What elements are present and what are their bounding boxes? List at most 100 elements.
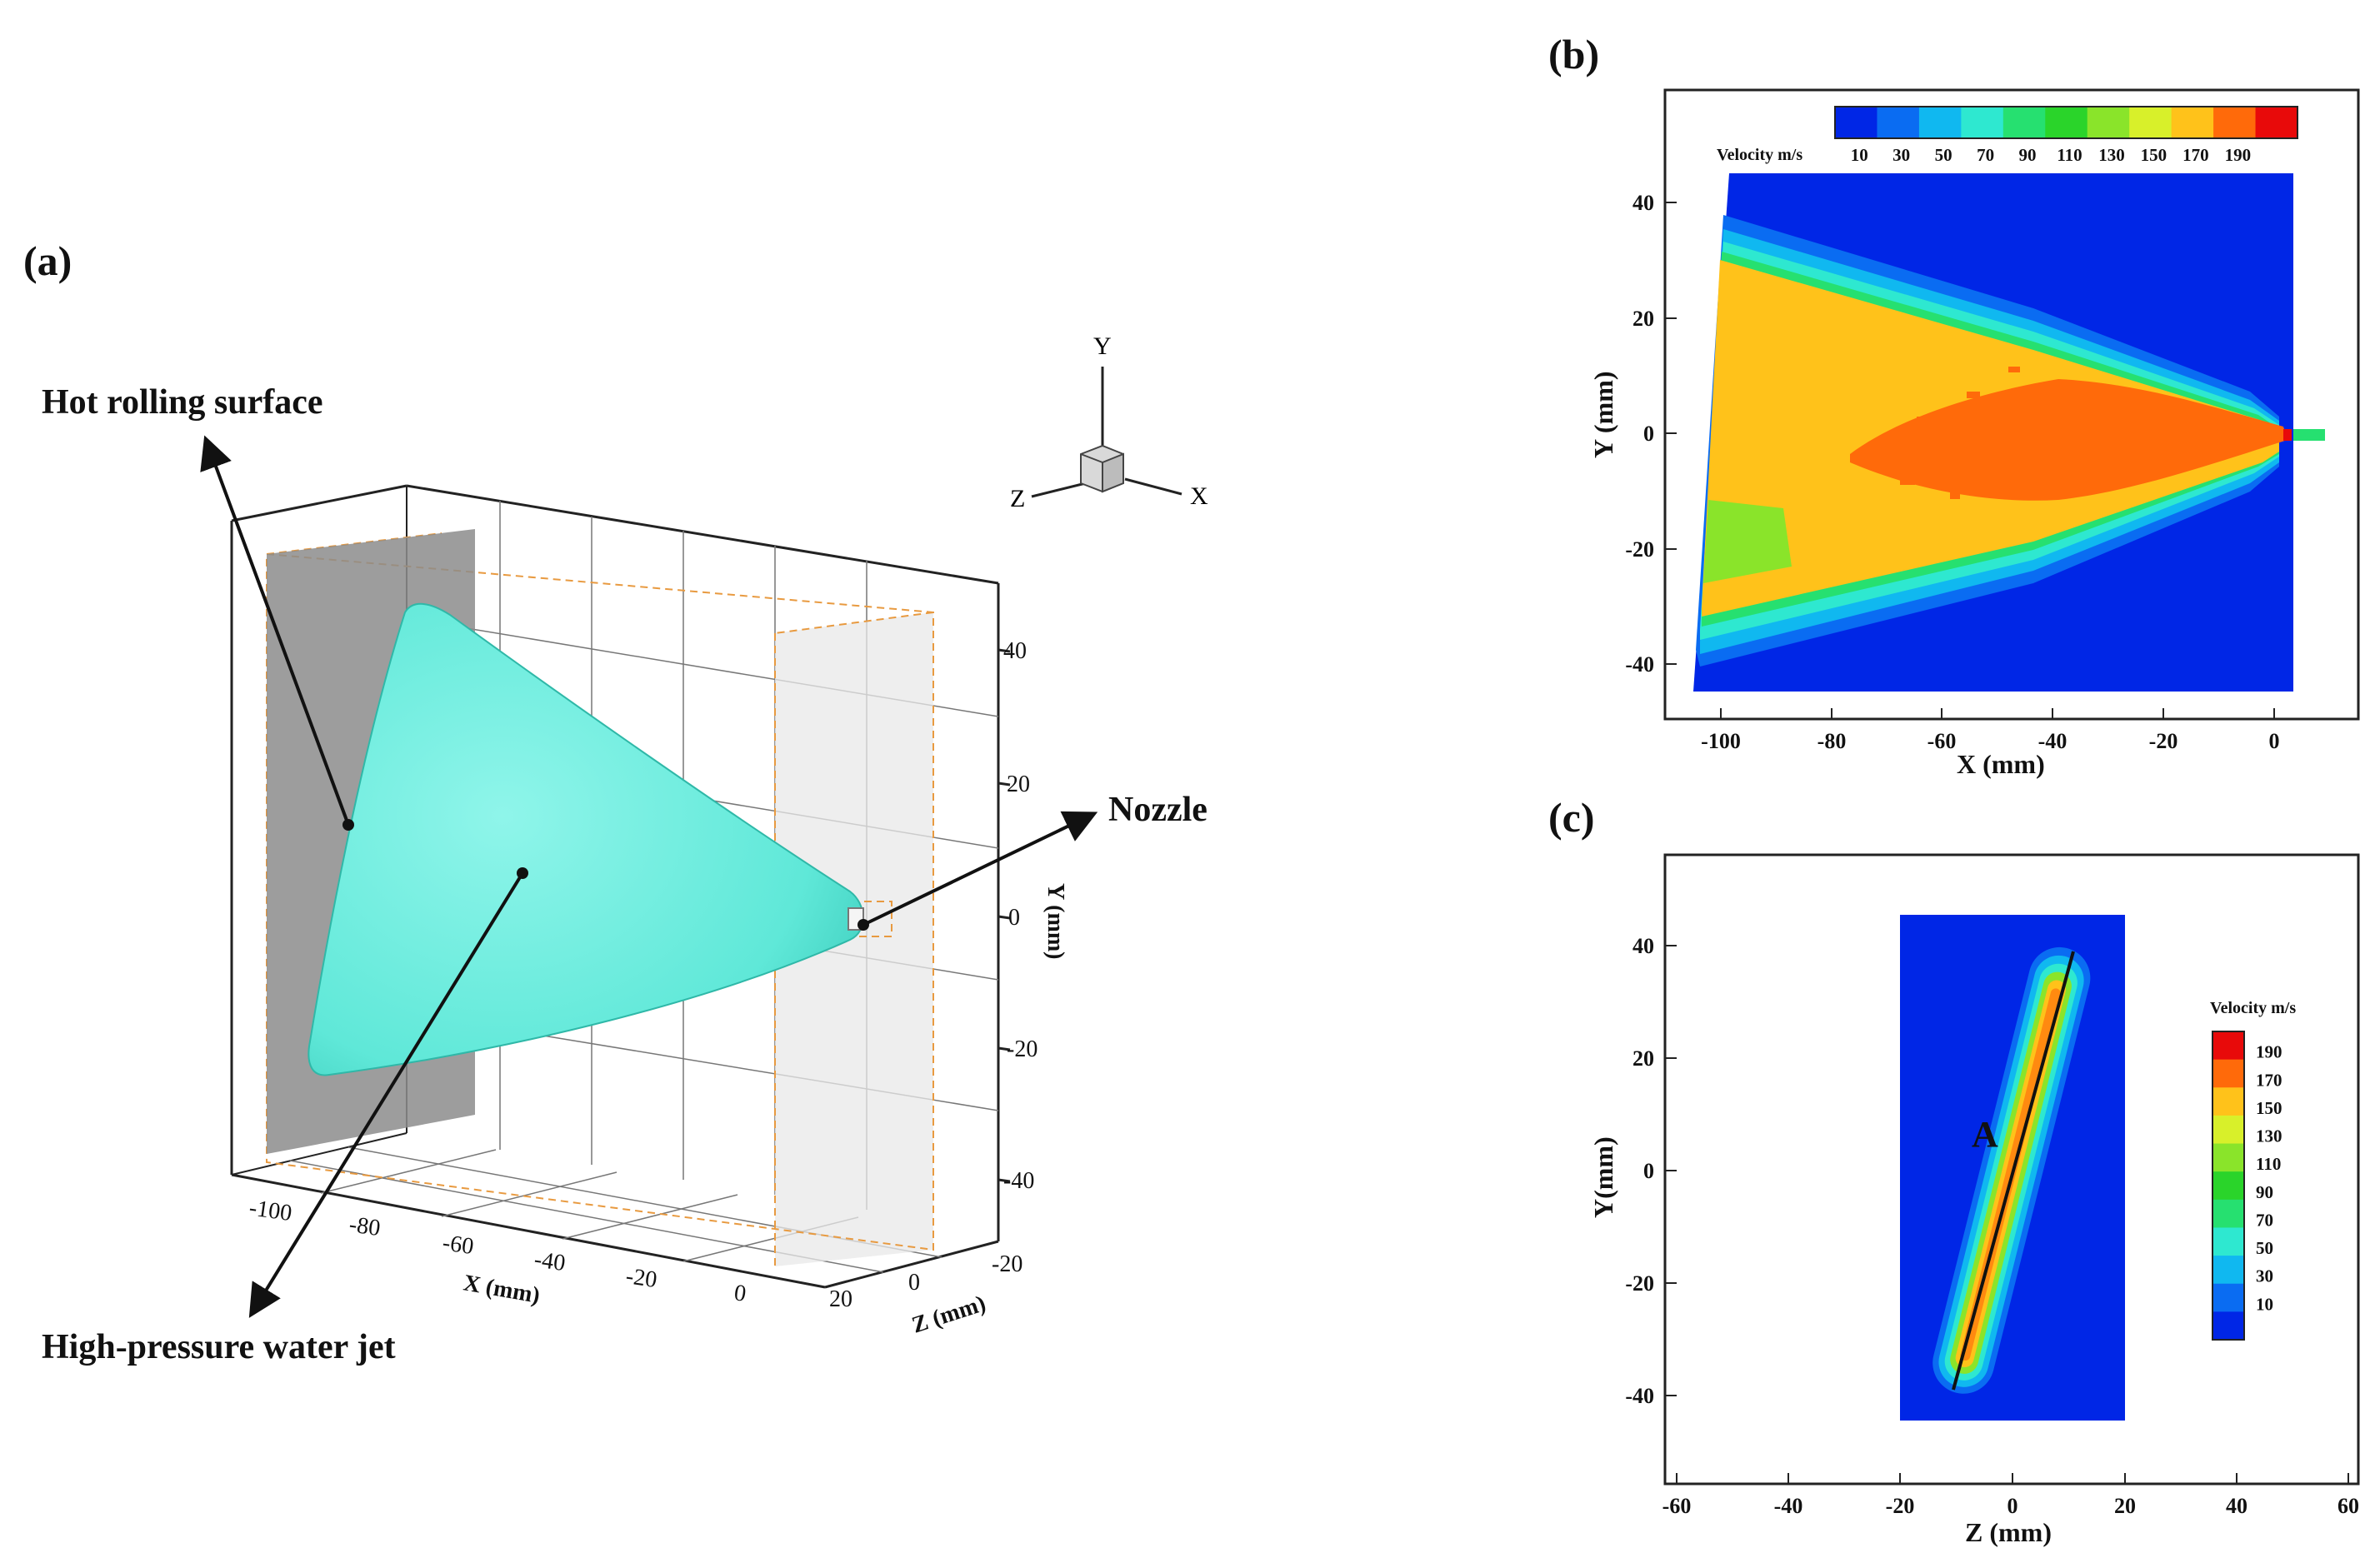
plot-c-x-tick: 60 bbox=[2338, 1494, 2359, 1518]
plot-c-x-tick: -40 bbox=[1774, 1494, 1803, 1518]
jet-core bbox=[1850, 379, 2288, 501]
y-tick-neg20: -20 bbox=[1007, 1036, 1038, 1062]
nozzle-pointer-dot bbox=[858, 919, 869, 931]
plot-b-y-tick: -40 bbox=[1625, 652, 1654, 677]
colorbar-b-swatch bbox=[1918, 107, 1962, 138]
plot-c-y-tick: -20 bbox=[1625, 1271, 1654, 1296]
plot-c-x-tick: -20 bbox=[1886, 1494, 1915, 1518]
plot-c-y-tick: 0 bbox=[1643, 1159, 1654, 1183]
z-axis-3d: -20 0 20 Z (mm) bbox=[829, 1251, 1022, 1339]
plot-c-y-tick: -40 bbox=[1625, 1384, 1654, 1408]
x-tick-neg80: -80 bbox=[348, 1211, 382, 1241]
plot-b-x-tick: -100 bbox=[1701, 729, 1741, 753]
colorbar-b-swatch bbox=[2255, 107, 2298, 138]
panel-a-tag: (a) bbox=[23, 237, 72, 284]
y-axis-3d: 40 20 0 -20 -40 Y (mm) bbox=[998, 638, 1068, 1194]
colorbar-b-title: Velocity m/s bbox=[1717, 146, 1802, 164]
panel-a: (a) bbox=[23, 237, 1208, 1366]
nozzle-outlet-green bbox=[2293, 429, 2325, 441]
plot-b-y-tick: 0 bbox=[1643, 422, 1654, 446]
legend-c-swatch bbox=[2212, 1031, 2244, 1061]
x-tick-neg60: -60 bbox=[441, 1230, 475, 1260]
triad-y: Y bbox=[1093, 332, 1112, 360]
colorbar-b-tick: 50 bbox=[1935, 145, 1952, 165]
x-axis-3d: -100 -80 -60 -40 -20 0 X (mm) bbox=[248, 1195, 748, 1309]
triad-x: X bbox=[1190, 482, 1208, 510]
plot-b-x-tick: -80 bbox=[1818, 729, 1847, 753]
panel-c: (c) A Velocity m/s 190170150130110907050… bbox=[1548, 794, 2360, 1547]
colorbar-b-tick: 30 bbox=[1892, 145, 1910, 165]
plot-b-x-title: X (mm) bbox=[1957, 749, 2045, 779]
label-nozzle: Nozzle bbox=[1108, 791, 1208, 829]
legend-c-swatch bbox=[2212, 1171, 2244, 1201]
water-jet-cone bbox=[308, 602, 864, 1076]
jet-band-green-patch bbox=[1703, 500, 1792, 583]
x-tick-neg40: -40 bbox=[532, 1246, 567, 1276]
plot-c-y-title: Y(mm) bbox=[1588, 1136, 1618, 1218]
plot-b-x-tick: -60 bbox=[1928, 729, 1957, 753]
colorbar-b-swatch bbox=[2087, 107, 2130, 138]
legend-c-swatch bbox=[2212, 1283, 2244, 1312]
triad-z: Z bbox=[1010, 485, 1025, 512]
colorbar-b-tick: 190 bbox=[2225, 145, 2252, 165]
plot-b-y-tick: -20 bbox=[1625, 537, 1654, 562]
legend-c-swatch bbox=[2212, 1311, 2244, 1341]
z-tick-0: 0 bbox=[908, 1270, 920, 1296]
z-tick-20: 20 bbox=[829, 1286, 852, 1312]
domain-slab bbox=[775, 612, 933, 1266]
plot-b-y-title: Y (mm) bbox=[1588, 371, 1618, 458]
plot-c-x-tick: 20 bbox=[2114, 1494, 2136, 1518]
surface-pointer-dot bbox=[342, 819, 354, 831]
colorbar-b-swatch bbox=[1877, 107, 1920, 138]
colorbar-b-swatch bbox=[1961, 107, 2004, 138]
plot-c-x-tick: -60 bbox=[1662, 1494, 1692, 1518]
legend-c-tick: 70 bbox=[2256, 1210, 2273, 1230]
colorbar-b-swatch bbox=[2129, 107, 2172, 138]
colorbar-b-swatch bbox=[2213, 107, 2257, 138]
colorbar-b-tick: 90 bbox=[2019, 145, 2037, 165]
nozzle-outlet-red bbox=[2283, 429, 2292, 441]
z-axis-title-3d: Z (mm) bbox=[909, 1291, 989, 1339]
label-hot-rolling-surface: Hot rolling surface bbox=[42, 383, 323, 422]
y-axis-title-3d: Y (mm) bbox=[1042, 883, 1068, 959]
z-tick-neg20: -20 bbox=[992, 1251, 1022, 1277]
plot-b-x-tick: -40 bbox=[2038, 729, 2068, 753]
y-tick-40: 40 bbox=[1003, 638, 1027, 664]
plot-c-x-tick: 40 bbox=[2226, 1494, 2248, 1518]
legend-c-tick: 150 bbox=[2256, 1098, 2282, 1118]
orientation-triad: Y Z X bbox=[1010, 332, 1208, 512]
y-tick-0: 0 bbox=[1008, 905, 1020, 931]
plot-b-y-tick: 20 bbox=[1632, 307, 1654, 331]
legend-c-swatch bbox=[2212, 1256, 2244, 1285]
colorbar-b-tick: 130 bbox=[2098, 145, 2125, 165]
colorbar-b-swatch bbox=[2045, 107, 2088, 138]
panel-c-tag: (c) bbox=[1548, 794, 1595, 841]
x-tick-0: 0 bbox=[732, 1280, 748, 1307]
colorbar-b bbox=[1834, 106, 2298, 139]
colorbar-b-tick: 170 bbox=[2182, 145, 2209, 165]
legend-c-swatch bbox=[2212, 1087, 2244, 1116]
jet-pointer-dot bbox=[517, 867, 528, 879]
colorbar-b-tick: 110 bbox=[2057, 145, 2082, 165]
legend-c-swatch bbox=[2212, 1059, 2244, 1088]
x-tick-neg100: -100 bbox=[248, 1195, 293, 1226]
legend-c-tick: 30 bbox=[2256, 1266, 2273, 1286]
legend-c-tick: 10 bbox=[2256, 1294, 2273, 1314]
annotation-arrows bbox=[200, 435, 1098, 1318]
plot-b-y-tick: 40 bbox=[1632, 191, 1654, 215]
legend-c-swatch bbox=[2212, 1199, 2244, 1228]
colorbar-b-tick: 10 bbox=[1851, 145, 1868, 165]
colorbar-b-swatch bbox=[2171, 107, 2214, 138]
plot-b-x-tick: 0 bbox=[2269, 729, 2280, 753]
legend-c-tick: 90 bbox=[2256, 1182, 2273, 1202]
legend-c-swatch bbox=[2212, 1227, 2244, 1256]
line-a-label: A bbox=[1972, 1114, 1998, 1155]
plot-c-y-tick: 40 bbox=[1632, 934, 1654, 958]
legend-c-tick: 50 bbox=[2256, 1238, 2273, 1258]
legend-c-tick: 190 bbox=[2256, 1042, 2282, 1062]
colorbar-b-swatch bbox=[1835, 107, 1878, 138]
legend-c-tick: 130 bbox=[2256, 1126, 2282, 1146]
plot-c-x-title: Z (mm) bbox=[1965, 1517, 2052, 1547]
